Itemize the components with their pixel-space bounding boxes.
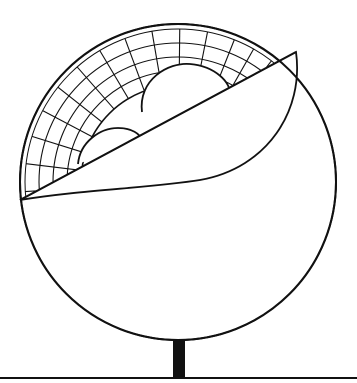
stand-post xyxy=(173,336,185,378)
